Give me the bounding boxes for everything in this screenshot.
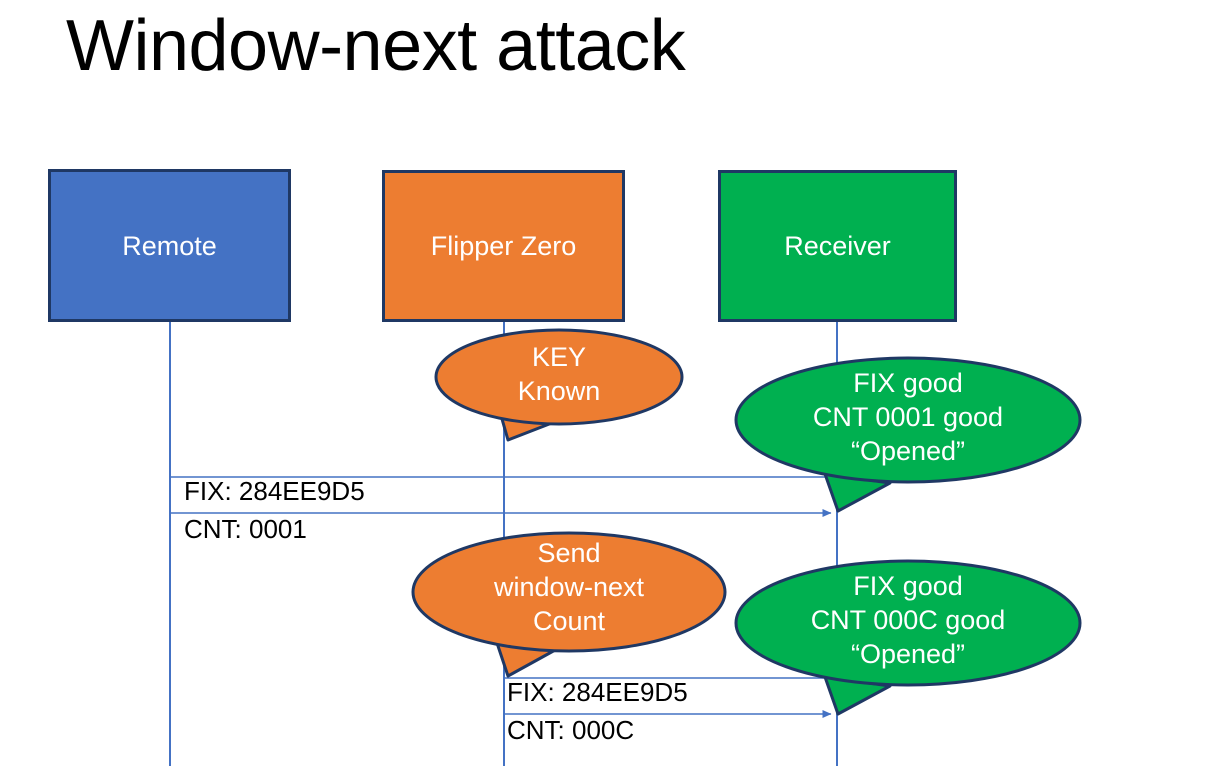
message-2-label-cnt: CNT: 000C xyxy=(507,715,635,745)
message-1-label-cnt: CNT: 0001 xyxy=(184,514,307,544)
actor-label-receiver: Receiver xyxy=(784,231,891,261)
bubble-body-send-window-next xyxy=(411,531,727,653)
actor-box-flipper[interactable]: Flipper Zero xyxy=(382,170,625,322)
message-1-label-fix: FIX: 284EE9D5 xyxy=(184,476,365,506)
speech-bubble-receiver-ack-0001 xyxy=(734,356,1082,513)
page-title: Window-next attack xyxy=(66,6,686,86)
actor-box-remote[interactable]: Remote xyxy=(48,169,291,322)
bubble-body-receiver-ack-000c xyxy=(734,559,1082,687)
speech-bubble-receiver-ack-000c xyxy=(734,559,1082,716)
speech-bubble-key-known xyxy=(434,328,684,442)
speech-bubble-send-window-next xyxy=(411,531,727,678)
bubble-body-key-known xyxy=(434,328,684,426)
bubble-body-receiver-ack-0001 xyxy=(734,356,1082,484)
actor-box-receiver[interactable]: Receiver xyxy=(718,170,957,322)
actor-label-remote: Remote xyxy=(122,230,217,261)
message-2-label-fix: FIX: 284EE9D5 xyxy=(507,677,688,707)
actor-label-flipper: Flipper Zero xyxy=(430,231,577,261)
